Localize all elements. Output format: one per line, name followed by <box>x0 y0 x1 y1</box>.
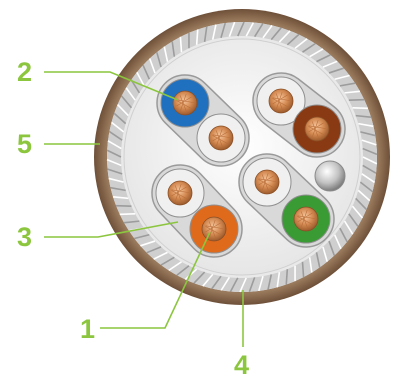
callout-2: 2 <box>17 57 32 87</box>
braid-strand <box>286 269 287 284</box>
wire-a-copper-conductor <box>255 170 279 194</box>
wire-a-copper-conductor <box>269 89 293 113</box>
braid-strand <box>303 262 304 277</box>
braid-strand <box>180 37 181 52</box>
drain-wire <box>315 161 345 191</box>
braid-strand <box>116 206 131 207</box>
wire-b-copper-conductor <box>209 126 233 150</box>
callout-3: 3 <box>17 222 32 252</box>
wire-b-copper-conductor <box>202 217 226 241</box>
callout-1: 1 <box>80 314 95 344</box>
wire-b-copper-conductor <box>294 207 318 231</box>
wire-a-copper-conductor <box>173 91 197 115</box>
wire-a-copper-conductor <box>168 181 192 205</box>
callout-4: 4 <box>234 350 249 379</box>
braid-strand <box>197 29 198 44</box>
braid-strand <box>349 100 364 101</box>
wire-b-copper-conductor <box>305 117 329 141</box>
braid-strand <box>353 108 368 109</box>
callout-5: 5 <box>17 129 32 159</box>
braid-strand <box>120 214 135 215</box>
